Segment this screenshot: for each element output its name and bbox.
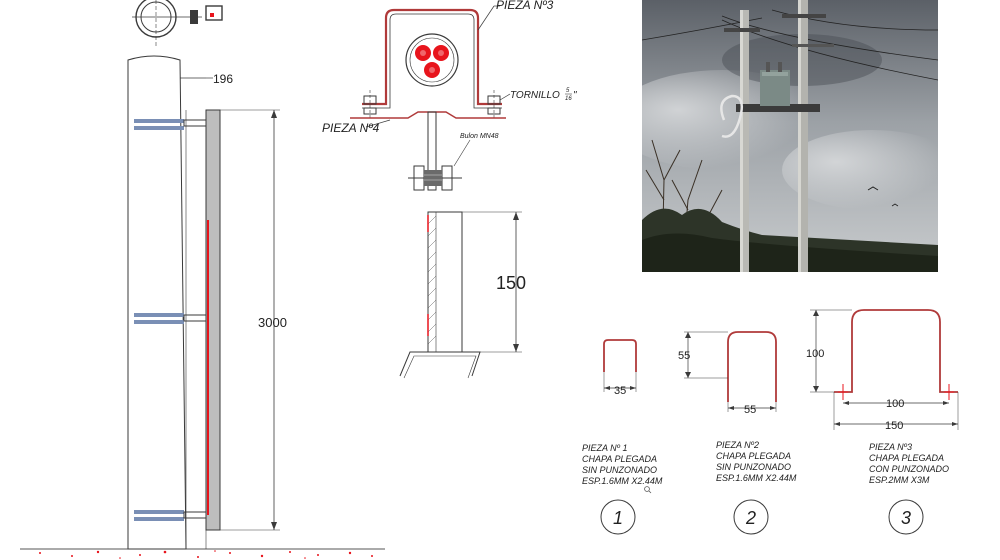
tornillo-left [363, 90, 377, 118]
piece-2-note-line-1: PIEZA Nº2 [716, 440, 759, 450]
bracket-top [134, 119, 207, 130]
site-photo-illustration [642, 0, 938, 272]
mast-pole [127, 55, 187, 550]
dimension-55-height-label: 55 [678, 350, 690, 362]
zoom-cursor-icon [644, 486, 652, 494]
cable-bundle [405, 33, 459, 87]
piece-1-number-circle [600, 499, 636, 535]
pieza4-stem [427, 111, 437, 191]
dimension-55-width-label: 55 [744, 404, 756, 416]
pieza3-profile [362, 8, 502, 106]
piece-3-number-circle [888, 499, 924, 535]
label-tornillo-unit: " [573, 90, 577, 101]
site-photo [642, 0, 938, 272]
dimension-100-inner-label: 100 [886, 398, 904, 410]
bulon-mn48 [408, 165, 462, 191]
dimension-150-width-label: 150 [885, 420, 903, 432]
label-tornillo-text: TORNILLO [510, 90, 560, 101]
tornillo-right [487, 90, 501, 118]
piece-1-profile: 35 [603, 339, 637, 397]
ground-speckle [39, 550, 373, 559]
side-section: 150 [399, 211, 526, 379]
dimension-35-label: 35 [614, 385, 626, 397]
mast-top-section [132, 0, 223, 48]
label-tornillo: TORNILLO 5 16 " [510, 88, 577, 102]
dimension-3000-label: 3000 [258, 315, 287, 330]
piece-2-number-circle [733, 499, 769, 535]
piece-1-note-line-4: ESP.1.6MM X2.44M [582, 476, 663, 486]
piece-2-notes: PIEZA Nº2 CHAPA PLEGADA SIN PUNZONADO ES… [716, 440, 797, 535]
piece-3-note-line-2: CHAPA PLEGADA [869, 453, 944, 463]
piece-3-note-line-1: PIEZA Nº3 [869, 442, 912, 452]
piece-3-note-line-4: ESP.2MM X3M [869, 475, 930, 485]
piece-1-notes: PIEZA Nº 1 CHAPA PLEGADA SIN PUNZONADO E… [582, 443, 663, 535]
piece-2-note-line-2: CHAPA PLEGADA [716, 451, 791, 461]
piece-1-number: 1 [613, 508, 623, 528]
label-tornillo-num: 5 [566, 88, 570, 94]
piece-1-note-line-3: SIN PUNZONADO [582, 465, 657, 475]
dimension-150-label: 150 [496, 273, 526, 293]
piece-2-profile: 55 55 [678, 331, 777, 416]
piece-2-note-line-4: ESP.1.6MM X2.44M [716, 473, 797, 483]
label-pieza3: PIEZA Nº3 [496, 0, 554, 12]
piece-2-note-line-3: SIN PUNZONADO [716, 462, 791, 472]
site-photo-transformer [760, 62, 790, 106]
piece-3-notes: PIEZA Nº3 CHAPA PLEGADA CON PUNZONADO ES… [869, 442, 949, 535]
piece-1-note-line-1: PIEZA Nº 1 [582, 443, 627, 453]
piece-3-profile: 100 100 150 [806, 309, 959, 432]
channel-cross-section: PIEZA Nº3 PIEZA Nº4 TORNILLO 5 16 " Bulo… [322, 0, 577, 191]
dimension-100-height-label: 100 [806, 348, 824, 360]
piece-3-note-line-3: CON PUNZONADO [869, 464, 949, 474]
label-bulon: Bulon MN48 [460, 133, 499, 140]
bracket-bottom [134, 510, 207, 521]
mast-elevation: 196 3000 [20, 0, 385, 559]
piece-2-number: 2 [745, 508, 756, 528]
dimension-196-label: 196 [213, 72, 233, 86]
piece-1-note-line-2: CHAPA PLEGADA [582, 454, 657, 464]
site-photo-pole-left [740, 10, 749, 272]
label-pieza4: PIEZA Nº4 [322, 121, 380, 135]
dimension-196: 196 [180, 72, 233, 86]
label-tornillo-den: 16 [565, 96, 572, 102]
bracket-middle [134, 313, 207, 324]
piece-3-number: 3 [901, 508, 911, 528]
dimension-3000: 3000 [220, 109, 287, 531]
site-photo-pole-right [798, 0, 808, 272]
